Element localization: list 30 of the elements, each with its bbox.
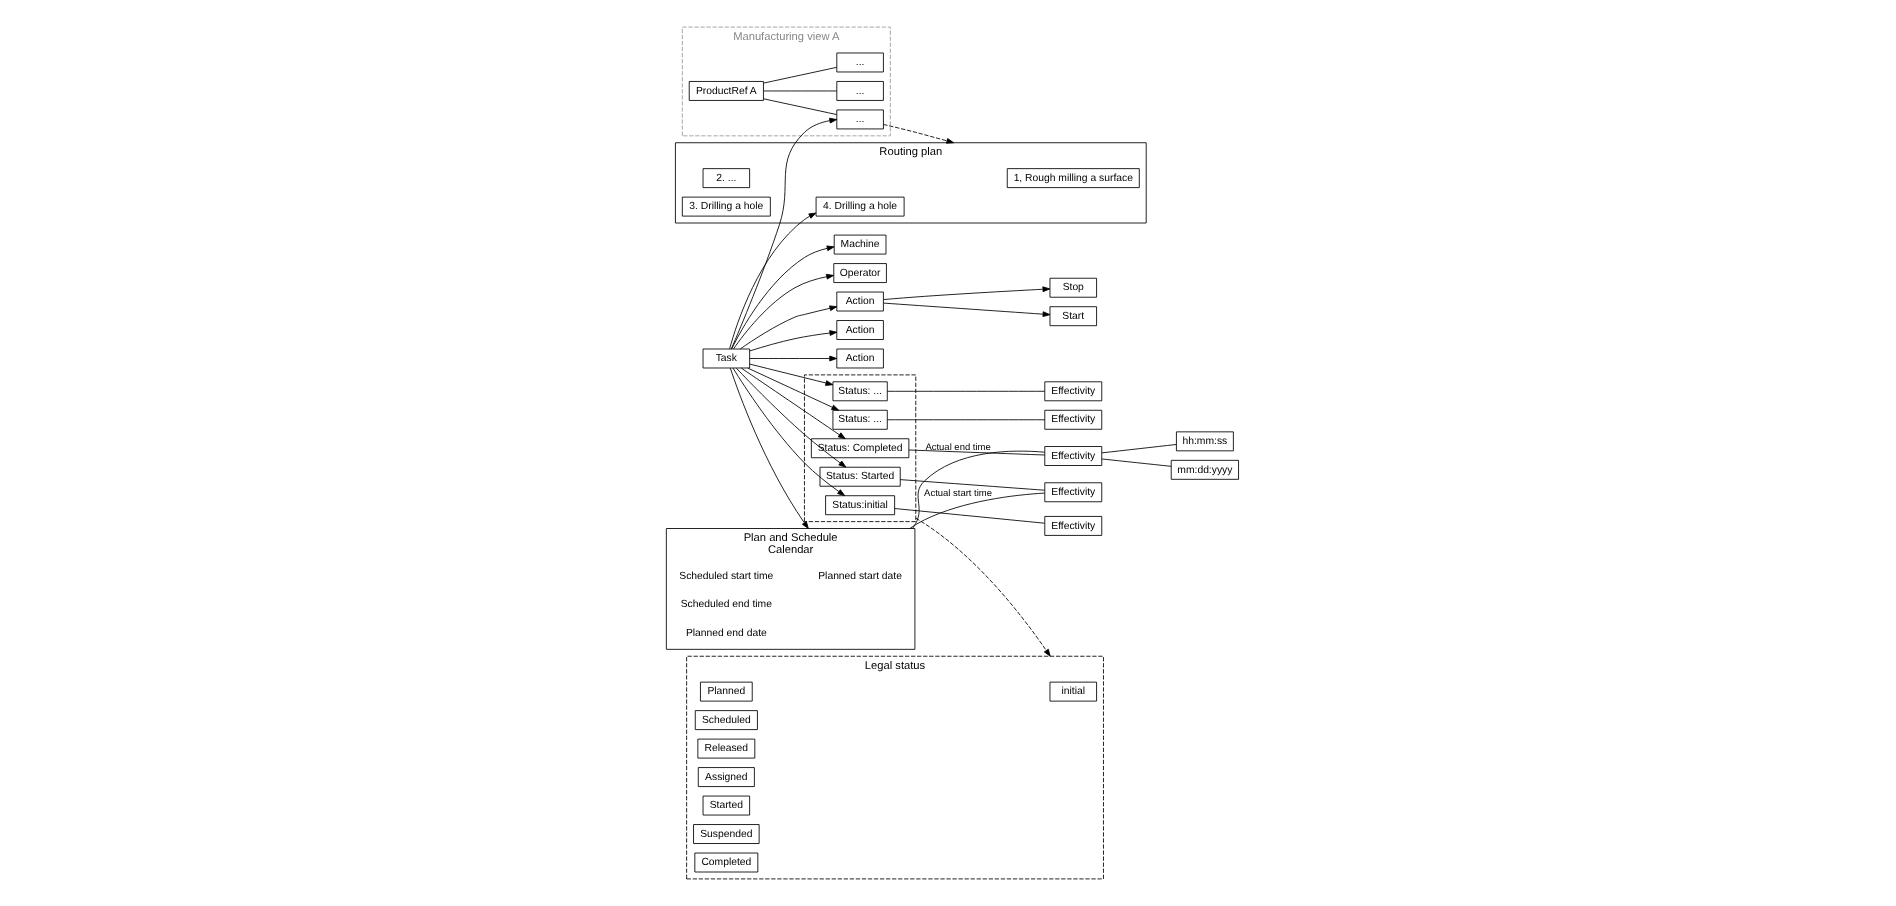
arrow	[732, 273, 833, 350]
arrow	[730, 245, 834, 350]
connector	[908, 492, 1044, 529]
arrow	[734, 367, 846, 468]
arrow	[748, 355, 837, 362]
arrow	[882, 302, 1050, 317]
connector	[885, 390, 1045, 392]
connector	[762, 66, 837, 84]
arrow	[746, 367, 839, 411]
arrow	[728, 212, 816, 350]
connector	[893, 508, 1044, 524]
arrow	[731, 367, 845, 497]
connector	[762, 90, 837, 92]
arrow	[882, 286, 1050, 300]
arrow	[914, 517, 1050, 657]
arrow	[748, 330, 837, 352]
arrow	[728, 367, 808, 529]
arrow	[748, 363, 833, 386]
connector	[1100, 458, 1171, 467]
connector	[762, 98, 837, 115]
connector	[1100, 444, 1176, 454]
connector	[911, 450, 1045, 529]
connector	[885, 419, 1045, 421]
arrow	[739, 367, 845, 440]
connector	[907, 449, 1045, 456]
arrow	[729, 117, 837, 350]
connector	[898, 479, 1044, 491]
arrow	[882, 124, 954, 144]
arrow	[738, 305, 837, 350]
cluster	[803, 374, 916, 523]
